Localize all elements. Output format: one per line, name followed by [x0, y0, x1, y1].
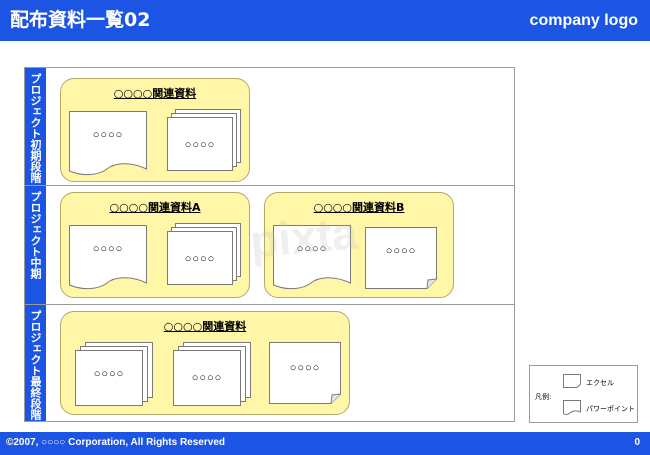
wavy-sheet-icon	[273, 225, 351, 290]
group-title: ○○○○関連資料B	[313, 201, 405, 214]
doc-group[interactable]: ○○○○関連資料 ○○○○ ○○○○ ○○○○	[60, 311, 350, 415]
content-frame	[24, 67, 515, 422]
header-bar: 配布資料一覧02 company logo	[0, 0, 650, 41]
doc-label: ○○○○	[385, 245, 417, 257]
powerpoint-doc-icon[interactable]: ○○○○	[69, 225, 147, 291]
group-title: ○○○○関連資料	[113, 87, 197, 100]
doc-group[interactable]: ○○○○関連資料B ○○○○ ○○○○	[264, 192, 454, 298]
group-title: ○○○○関連資料	[163, 320, 247, 333]
legend-excel-label: エクセル	[586, 379, 614, 387]
excel-doc-icon[interactable]: ○○○○	[167, 109, 245, 177]
excel-legend-icon	[563, 374, 581, 388]
phase-text: プロジェクト初期段階	[29, 73, 42, 183]
doc-label: ○○○○	[184, 253, 216, 265]
doc-group[interactable]: ○○○○関連資料A ○○○○ ○○○○	[60, 192, 250, 298]
doc-label: ○○○○	[191, 372, 223, 384]
footer-bar: ©2007, ○○○○ Corporation, All Rights Rese…	[0, 432, 650, 455]
legend-box: 凡例: エクセル パワーポイント	[529, 365, 638, 423]
folded-sheet-icon	[365, 227, 437, 289]
excel-doc-icon[interactable]: ○○○○	[365, 227, 437, 289]
phase-label-early: プロジェクト初期段階	[25, 68, 46, 185]
group-title: ○○○○関連資料A	[109, 201, 201, 214]
legend-title: 凡例:	[535, 393, 552, 401]
powerpoint-legend-icon	[563, 400, 581, 416]
page-number: 0	[634, 437, 640, 448]
wavy-sheet-icon	[69, 111, 147, 176]
powerpoint-doc-icon[interactable]: ○○○○	[69, 111, 147, 177]
doc-label: ○○○○	[184, 139, 216, 151]
excel-doc-icon[interactable]: ○○○○	[173, 342, 253, 410]
legend-powerpoint-label: パワーポイント	[586, 405, 635, 413]
folded-sheet-icon	[269, 342, 341, 404]
powerpoint-doc-icon[interactable]: ○○○○	[273, 225, 351, 291]
doc-group[interactable]: ○○○○関連資料 ○○○○ ○○○○	[60, 78, 250, 182]
company-logo: company logo	[529, 12, 638, 29]
doc-label: ○○○○	[93, 368, 125, 380]
doc-label: ○○○○	[92, 243, 124, 255]
phase-text: プロジェクト最終段階	[29, 310, 42, 420]
phase-label-mid: プロジェクト中期	[25, 186, 46, 304]
copyright-text: ©2007, ○○○○ Corporation, All Rights Rese…	[6, 437, 225, 448]
page-title: 配布資料一覧02	[10, 9, 151, 31]
row-divider	[24, 304, 515, 305]
excel-doc-icon[interactable]: ○○○○	[75, 342, 155, 410]
row-divider	[24, 185, 515, 186]
excel-doc-icon[interactable]: ○○○○	[269, 342, 341, 404]
excel-doc-icon[interactable]: ○○○○	[167, 223, 245, 291]
doc-label: ○○○○	[289, 362, 321, 374]
phase-text: プロジェクト中期	[29, 191, 42, 279]
doc-label: ○○○○	[92, 129, 124, 141]
wavy-sheet-icon	[69, 225, 147, 290]
doc-label: ○○○○	[296, 243, 328, 255]
phase-label-final: プロジェクト最終段階	[25, 305, 46, 421]
